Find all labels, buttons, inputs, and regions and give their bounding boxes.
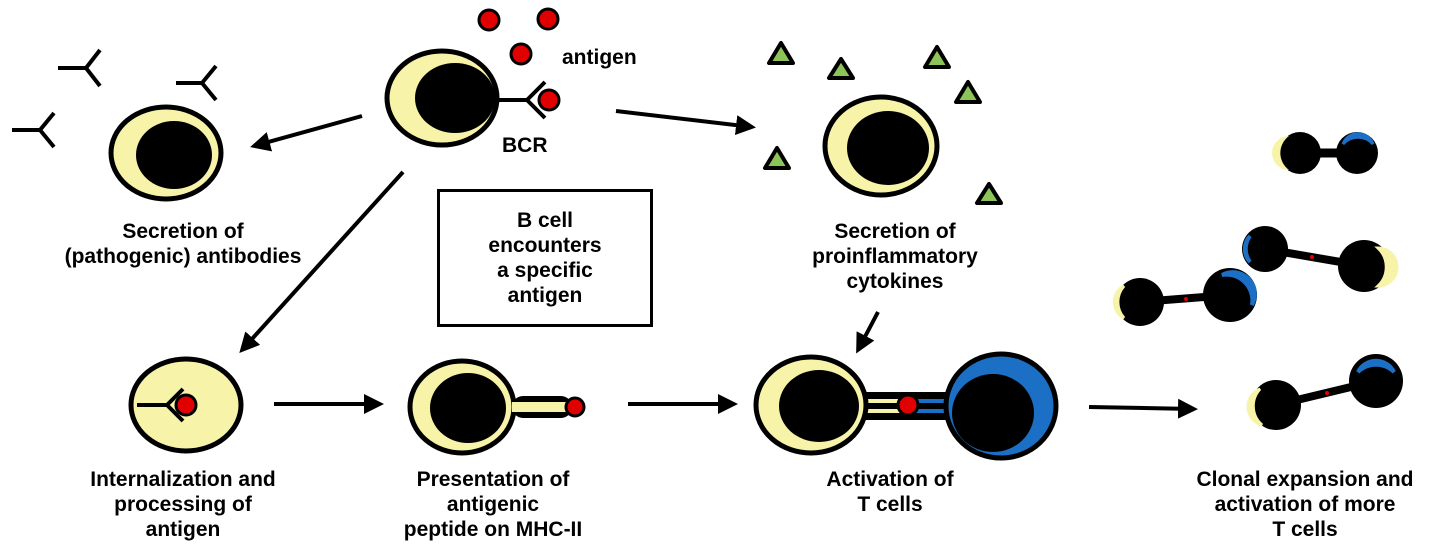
clonal-pair-4 [1246, 354, 1403, 430]
free-antigens [477, 7, 560, 66]
bcr-label: BCR [502, 134, 548, 157]
activation-pair [753, 351, 1059, 461]
internalization-label: Internalization and processing of antige… [90, 468, 276, 541]
arrow-to-internalization [239, 170, 405, 353]
antibody-secreting-cell [108, 104, 224, 202]
center-box: B cell encounters a specific antigen [437, 189, 653, 327]
presenting-cell [407, 358, 586, 456]
arrow-to-cytokine-secretion [615, 109, 756, 136]
arrow-cytokines-to-activation [856, 311, 880, 354]
cytokine-secreting-cell [822, 94, 940, 198]
clonal-pair-2 [1242, 226, 1399, 292]
clonal-pair-1 [1272, 132, 1378, 174]
secretion-cytokines-label: Secretion of proinflammatory cytokines [812, 220, 978, 293]
antigen-label: antigen [562, 46, 637, 69]
center-box-text: B cell encounters a specific antigen [488, 209, 602, 307]
central-b-cell [384, 48, 561, 148]
bound-antigen [537, 88, 561, 112]
antibody-icons [12, 48, 218, 149]
internalizing-cell [128, 356, 244, 454]
activation-label: Activation of T cells [826, 468, 954, 516]
presentation-label: Presentation of antigenic peptide on MHC… [403, 468, 583, 541]
cytokine-triangles [763, 41, 1003, 205]
bcr-receptor [497, 80, 547, 120]
arrow-to-clonal-expansion [1088, 398, 1198, 419]
clonal-expansion-label: Clonal expansion and activation of more … [1196, 468, 1414, 541]
arrow-to-antibody-secretion [250, 114, 363, 152]
clonal-pair-3 [1112, 268, 1257, 326]
arrows [239, 109, 1198, 419]
secretion-antibodies-label: Secretion of (pathogenic) antibodies [64, 220, 302, 268]
